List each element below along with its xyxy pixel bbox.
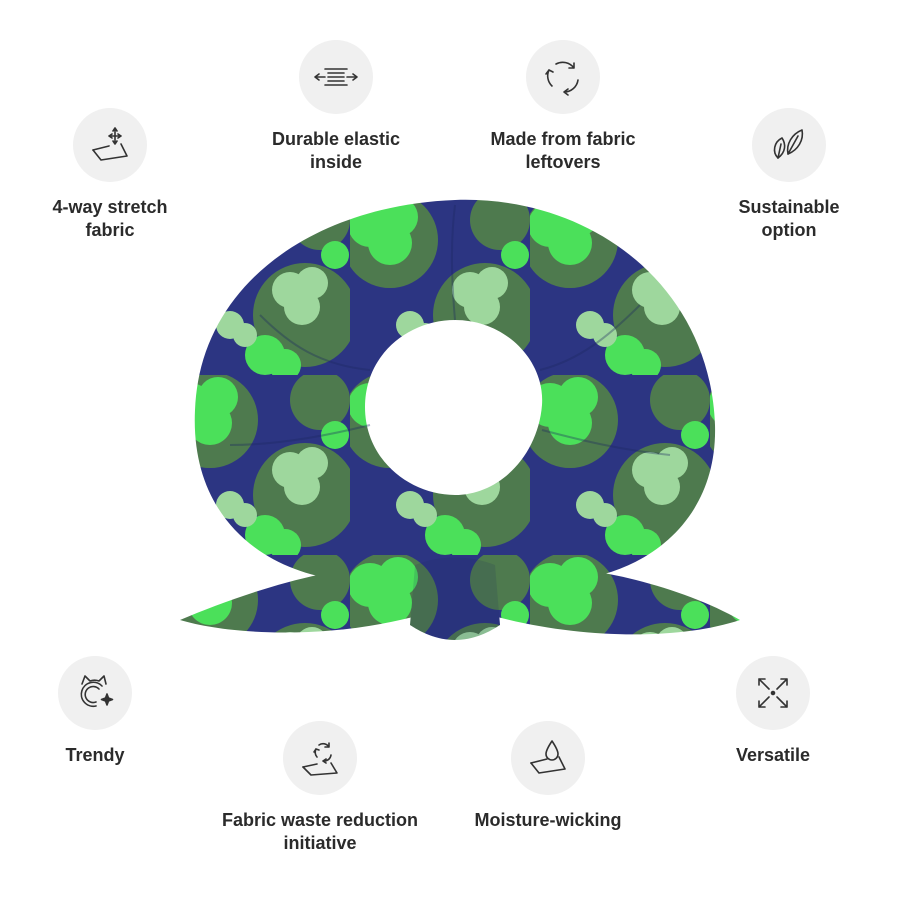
feature-label: Fabric waste reduction initiative <box>221 810 419 853</box>
feature-sustainable: Sustainable option <box>679 108 899 242</box>
feature-waste-reduction: Fabric waste reduction initiative <box>210 721 430 855</box>
feature-label: Sustainable option <box>738 197 840 240</box>
scrunchie-image <box>180 199 740 640</box>
recycle-icon <box>526 40 600 114</box>
feature-label: Trendy <box>65 745 125 765</box>
feature-label: 4-way stretch fabric <box>52 197 168 240</box>
stretch-fabric-icon <box>73 108 147 182</box>
feature-label: Moisture-wicking <box>474 810 622 830</box>
water-drop-icon <box>511 721 585 795</box>
trendy-cat-icon <box>58 656 132 730</box>
feature-stretch-fabric: 4-way stretch fabric <box>0 108 220 242</box>
feature-moisture-wicking: Moisture-wicking <box>438 721 658 832</box>
feature-label: Made from fabric leftovers <box>490 129 636 172</box>
feature-label: Durable elastic inside <box>271 129 401 172</box>
feature-trendy: Trendy <box>0 656 205 767</box>
expand-arrows-icon <box>736 656 810 730</box>
feature-fabric-leftovers: Made from fabric leftovers <box>453 40 673 174</box>
leaves-icon <box>752 108 826 182</box>
elastic-icon <box>299 40 373 114</box>
fabric-recycle-icon <box>283 721 357 795</box>
feature-versatile: Versatile <box>663 656 883 767</box>
feature-durable-elastic: Durable elastic inside <box>226 40 446 174</box>
feature-label: Versatile <box>735 745 811 765</box>
